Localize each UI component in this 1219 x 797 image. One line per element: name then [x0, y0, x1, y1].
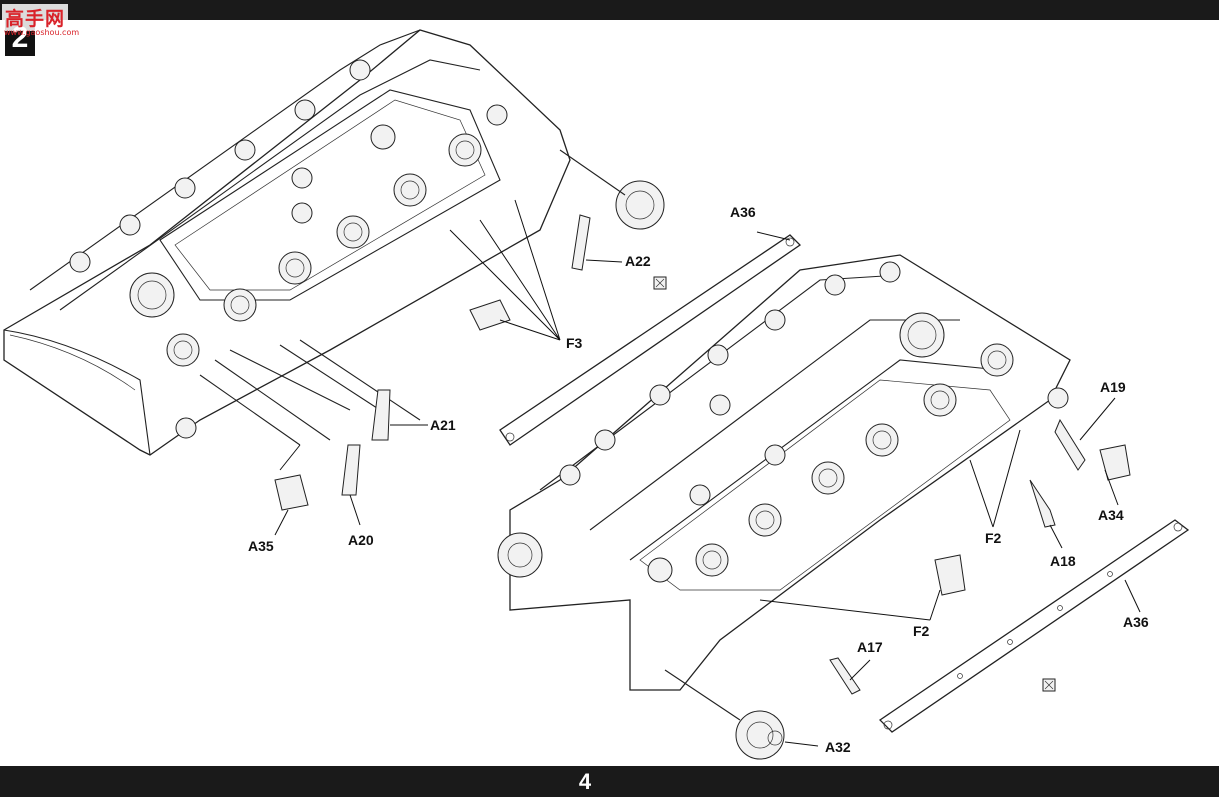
- label-f2-right: F2: [985, 530, 1002, 546]
- right-suspension-row-back: [559, 261, 901, 486]
- part-a22: [571, 214, 591, 271]
- label-a20: A20: [348, 532, 374, 548]
- watermark-text: 高手网: [2, 3, 69, 31]
- label-f2-center: F2: [913, 623, 930, 639]
- part-a34: [1099, 444, 1131, 481]
- left-suspension-row-back: [69, 59, 371, 273]
- left-hull-outline: [3, 29, 571, 456]
- left-sprocket: [615, 180, 665, 230]
- right-suspension-row-front: [695, 343, 1014, 577]
- part-labels: A22 F3 A21 A35 A20 A36 A19 A34 F2 A18 F2…: [248, 204, 1149, 755]
- rail-a36-top: [499, 234, 802, 446]
- part-a19: [1054, 418, 1086, 471]
- left-rear-hub: [175, 417, 197, 439]
- hatch-large-right: [899, 312, 945, 358]
- part-a35: [274, 474, 309, 511]
- hatch-small-3: [291, 202, 313, 224]
- rail-a36-bottom: [878, 519, 1190, 733]
- hatch-small-1: [370, 124, 396, 150]
- label-a17: A17: [857, 639, 883, 655]
- part-f3: [469, 299, 511, 331]
- hatch-large-left: [129, 272, 175, 318]
- label-a35: A35: [248, 538, 274, 554]
- part-f2: [934, 554, 966, 596]
- watermark-url: www.gaoshou.com: [4, 28, 80, 37]
- part-a17: [829, 657, 861, 695]
- left-hull-assembly: [3, 29, 665, 536]
- label-a34: A34: [1098, 507, 1124, 523]
- label-a36-top: A36: [730, 204, 756, 220]
- right-hull-assembly: [497, 231, 1190, 760]
- part-a21: [371, 389, 391, 441]
- page-number: 4: [578, 769, 592, 794]
- watermark-logo: 高手网: [2, 2, 69, 32]
- bottom-border-band: [0, 766, 1219, 797]
- label-a18: A18: [1050, 553, 1076, 569]
- top-border-band: [0, 0, 1219, 20]
- label-a32: A32: [825, 739, 851, 755]
- label-f3: F3: [566, 335, 583, 351]
- hatch-small-2: [291, 167, 313, 189]
- label-a19: A19: [1100, 379, 1126, 395]
- part-a32: [735, 710, 785, 760]
- label-a21: A21: [430, 417, 456, 433]
- part-a18: [1029, 479, 1056, 528]
- hatch-small-4: [486, 104, 508, 126]
- left-suspension-row-front: [166, 133, 482, 367]
- label-a22: A22: [625, 253, 651, 269]
- part-a20: [341, 444, 361, 496]
- right-hull-outline: [509, 254, 1071, 691]
- label-a36-right: A36: [1123, 614, 1149, 630]
